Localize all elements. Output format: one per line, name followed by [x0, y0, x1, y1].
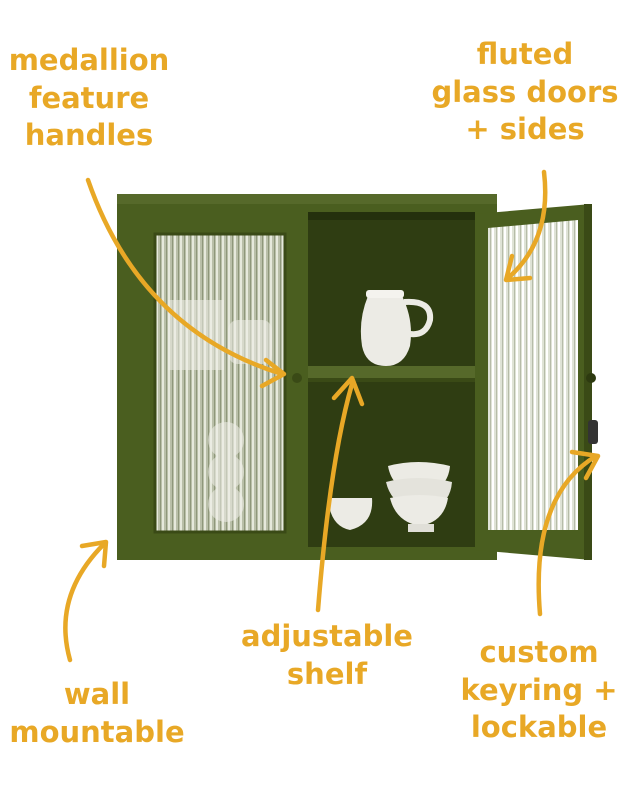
arrow-keyring [536, 453, 599, 617]
label-fluted-glass-doors: fluted glass doors + sides [428, 36, 622, 149]
label-custom-keyring-lockable: custom keyring + lockable [455, 634, 623, 747]
label-line: keyring + [460, 672, 618, 707]
adjustable-shelf [303, 366, 475, 382]
label-line: mountable [9, 714, 185, 749]
ceramic-jug [360, 290, 434, 366]
label-line: lockable [470, 710, 608, 745]
label-line: shelf [286, 656, 368, 691]
label-line: medallion [8, 43, 170, 77]
arrow-fluted [505, 169, 548, 281]
left-glass-door [130, 208, 308, 553]
label-line: adjustable [241, 619, 413, 653]
label-line: feature [28, 80, 150, 115]
label-line: fluted [476, 37, 574, 71]
label-adjustable-shelf: adjustable shelf [232, 618, 422, 693]
right-glass-door [475, 204, 598, 560]
medallion-handle-right [586, 373, 596, 383]
label-line: handles [24, 118, 154, 153]
ceramic-bowls [328, 462, 452, 532]
label-line: glass doors [431, 74, 619, 109]
label-medallion-feature-handles: medallion feature handles [0, 42, 178, 155]
label-wall-mountable: wall mountable [2, 676, 192, 751]
arrow-medallion [85, 177, 285, 377]
label-line: wall [63, 677, 131, 711]
lock-keyring [588, 420, 598, 444]
arrow-shelf [315, 381, 355, 613]
label-line: custom [479, 635, 599, 669]
arrow-wall [63, 541, 107, 663]
medallion-handle [292, 373, 302, 383]
label-line: + sides [465, 112, 585, 147]
